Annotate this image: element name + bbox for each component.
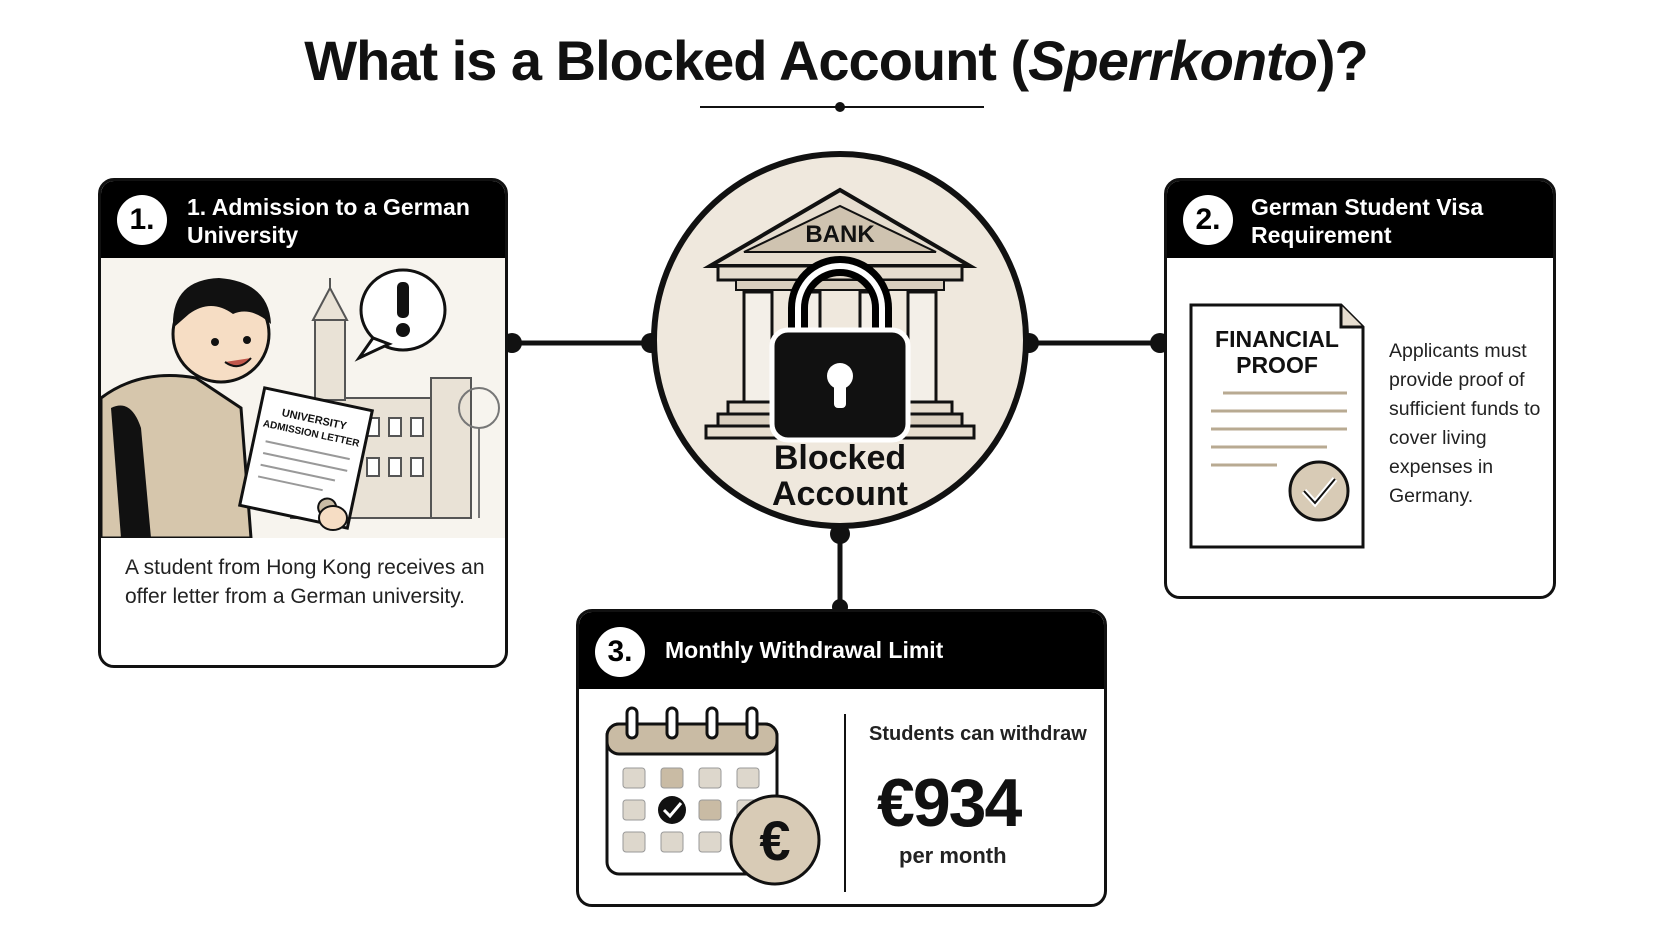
title-main: What is a Blocked Account ( bbox=[304, 29, 1029, 92]
calendar-icon: € bbox=[605, 706, 821, 886]
blocked-account-circle: BANK bbox=[651, 151, 1029, 529]
university-building-icon bbox=[290, 278, 472, 519]
exclamation-bubble-icon bbox=[354, 268, 447, 362]
withdraw-label: Students can withdraw bbox=[869, 723, 1087, 745]
card-header: 3. Monthly Withdrawal Limit bbox=[579, 612, 1104, 689]
withdraw-unit: per month bbox=[899, 843, 1007, 868]
doc-line-1: FINANCIAL bbox=[1215, 326, 1339, 352]
document-icon: FINANCIAL PROOF bbox=[1189, 303, 1365, 549]
card-header: 2. German Student Visa Requirement bbox=[1167, 181, 1553, 258]
card-admission: 1. 1. Admission to a German University bbox=[98, 178, 508, 668]
card-description: A student from Hong Kong receives an off… bbox=[125, 556, 485, 608]
card-heading: German Student Visa Requirement bbox=[1251, 194, 1484, 248]
bank-label: BANK bbox=[805, 221, 875, 248]
doc-line-2: PROOF bbox=[1236, 352, 1318, 378]
blocked-account-label: Blocked Account bbox=[772, 439, 908, 513]
step-number-badge: 3. bbox=[595, 627, 645, 677]
card-visa-requirement: 2. German Student Visa Requirement FINAN… bbox=[1164, 178, 1556, 599]
card-withdrawal-limit: 3. Monthly Withdrawal Limit € Students c… bbox=[576, 609, 1107, 907]
card-heading: 1. Admission to a German University bbox=[187, 194, 470, 248]
title-underline-dot bbox=[835, 102, 845, 112]
step-number-badge: 2. bbox=[1183, 195, 1233, 245]
vertical-divider bbox=[844, 714, 846, 892]
page-title: What is a Blocked Account (Sperrkonto)? bbox=[0, 28, 1672, 93]
withdraw-amount: €934 bbox=[877, 765, 1022, 841]
student-illustration: UNIVERSITY ADMISSION LETTER bbox=[101, 258, 505, 538]
euro-coin-icon: € bbox=[729, 794, 821, 886]
checkmark-icon bbox=[1288, 460, 1350, 522]
card-heading: Monthly Withdrawal Limit bbox=[665, 637, 944, 663]
title-suffix: )? bbox=[1316, 29, 1369, 92]
checkmark-icon bbox=[658, 796, 686, 824]
title-italic: Sperrkonto bbox=[1028, 29, 1318, 92]
card-description: Applicants must provide proof of suffici… bbox=[1389, 340, 1541, 507]
card-header: 1. 1. Admission to a German University bbox=[101, 181, 505, 258]
padlock-icon bbox=[769, 256, 911, 443]
svg-text:€: € bbox=[759, 809, 790, 872]
step-number-badge: 1. bbox=[117, 195, 167, 245]
